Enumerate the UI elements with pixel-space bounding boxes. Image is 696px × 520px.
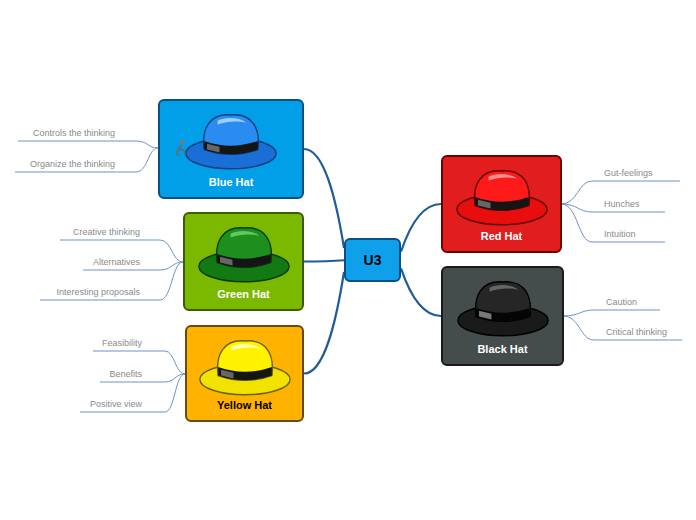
branch-label: Feasibility [102,338,142,349]
hat-buckle [220,257,232,266]
leader-line [15,148,158,172]
hat-title: Black Hat [443,342,562,356]
branch-connector [401,204,441,252]
icon-head [180,140,184,144]
branch-label: Organize the thinking [30,159,115,170]
center-title: U3 [346,252,399,269]
hat-crown [476,282,531,322]
hat-band [204,141,258,154]
branch-label: Gut-feelings [604,168,653,179]
hat-illustration [196,220,292,284]
hat-buckle [207,144,219,153]
icon-body [177,145,185,155]
hat-title: Yellow Hat [187,398,302,412]
hat-illustration [183,107,279,171]
hat-band [476,308,530,321]
hat-highlight [489,174,518,181]
branch-label: Interesting proposals [56,287,140,298]
branch-label: Alternatives [93,257,140,268]
branch-connector [304,260,344,261]
hat-title: Green Hat [185,287,302,301]
branch-lines [15,141,682,412]
hat-illustration [197,333,293,397]
branch-label: Hunches [604,199,640,210]
hat-band [218,367,272,380]
hat-band [217,254,271,267]
hat-crown [218,341,273,381]
hat-box: Black Hat [441,266,564,366]
person-icon [174,139,188,157]
hat-highlight [490,285,519,292]
hat-crown [204,115,259,155]
leader-line [561,204,665,242]
hat-crown [475,171,530,211]
leader-line [40,262,183,300]
hat-box: Green Hat [183,212,304,311]
center-box: U3 [344,238,401,282]
hat-title: Blue Hat [160,175,302,189]
leader-line [563,310,660,316]
branch-connector [304,272,344,374]
hat-box: Yellow Hat [185,325,304,422]
hat-highlight [232,344,261,351]
hat-crown [217,228,272,268]
branch-label: Benefits [109,369,142,380]
branch-label: Positive view [90,399,142,410]
hat-buckle [221,370,233,379]
branch-connector [401,268,441,316]
leader-line [80,374,185,412]
branch-label: Caution [606,297,637,308]
hat-illustration [455,274,551,338]
branch-label: Controls the thinking [33,128,115,139]
branch-label: Critical thinking [606,327,667,338]
hat-box: Red Hat [441,155,562,253]
branch-label: Intuition [604,229,636,240]
branch-label: Creative thinking [73,227,140,238]
leader-line [18,141,158,148]
hat-highlight [231,231,260,238]
branch-connector [304,149,344,248]
leader-line [563,316,682,340]
hat-band [475,197,529,210]
hat-title: Red Hat [443,229,560,243]
hat-buckle [478,200,490,209]
hat-highlight [218,118,247,125]
hat-illustration [454,163,550,227]
hat-buckle [479,311,491,320]
